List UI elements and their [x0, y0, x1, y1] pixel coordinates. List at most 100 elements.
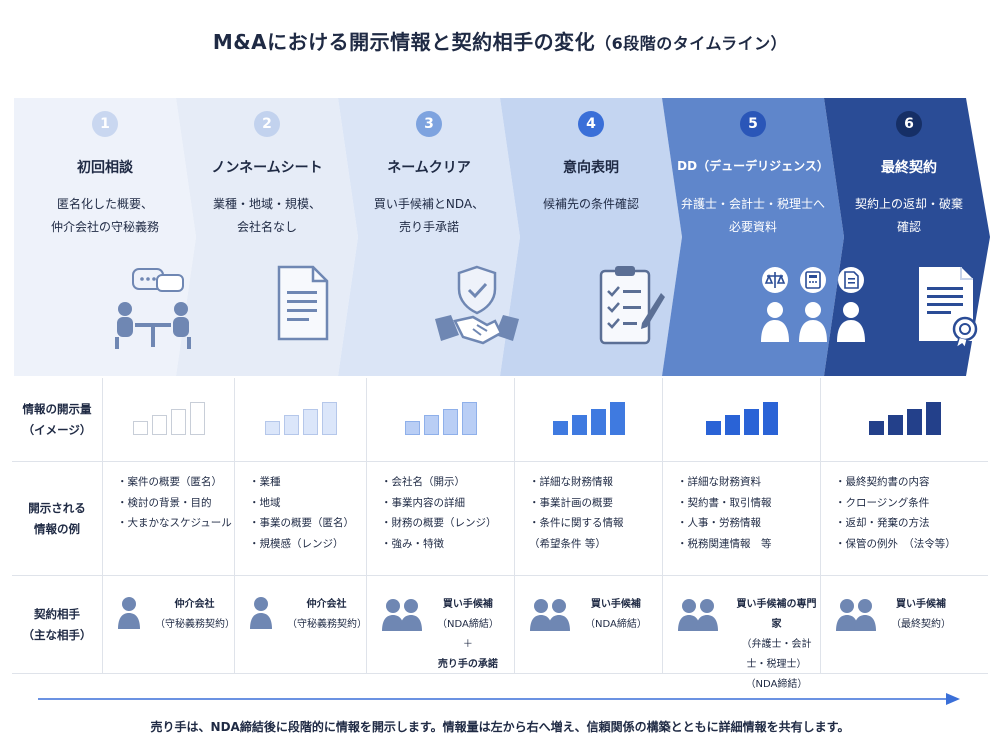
disclosure-bars-5	[705, 402, 778, 435]
disclosure-bar	[705, 421, 721, 435]
counterparty-line: （NDA締結）	[437, 619, 499, 630]
info-list: ・業種・地域・事業の概要（匿名）・規模感（レンジ）	[235, 462, 366, 554]
info-list: ・詳細な財務情報・事業計画の概要・条件に関する情報（希望条件 等）	[515, 462, 662, 554]
counterparty-text: 買い手候補の専門家（弁護士・会計士・税理士）（NDA締結）	[733, 595, 820, 695]
stage-6-number: 6	[896, 111, 922, 137]
info-list: ・詳細な財務資料・契約書・取引情報・人事・労務情報・税務関連情報 等	[663, 462, 820, 554]
disclosure-bar	[283, 415, 299, 435]
disclosure-cell-2	[234, 378, 366, 461]
info-item: ・クロージング条件	[835, 496, 930, 509]
info-item: ・事業の概要（匿名）	[249, 517, 354, 529]
counterparty-cell-4: 買い手候補 （NDA締結）	[514, 576, 662, 673]
disclosure-bar	[868, 421, 884, 435]
counterparty-cell-3: 買い手候補（NDA締結）＋売り手の承諾	[366, 576, 514, 673]
disclosure-bar	[925, 402, 941, 435]
disclosure-bar	[743, 409, 759, 435]
info-examples-cell-6: ・最終契約書の内容・クロージング条件・返却・発棄の方法・保管の例外 （法令等）	[820, 462, 988, 575]
disclosure-bar	[762, 402, 778, 435]
stage-6: 6 最終契約 契約上の返却・破棄確認	[834, 98, 984, 376]
disclosure-bar	[132, 421, 148, 435]
counterparty-line: 仲介会社	[306, 599, 347, 610]
title-main: M&Aにおける開示情報と契約相手の変化	[212, 30, 596, 54]
counterparty-line: （弁護士・会計士・税理士）	[741, 639, 812, 670]
disclosure-bar	[423, 415, 439, 435]
counterparty-line: 仲介会社	[174, 599, 215, 610]
disclosure-cell-3	[366, 378, 514, 461]
disclosure-bar	[442, 409, 458, 435]
person-icon	[249, 595, 275, 635]
disclosure-bar	[887, 415, 903, 435]
disclosure-bars-3	[404, 402, 477, 435]
info-item: ・案件の概要（匿名）	[117, 476, 222, 488]
info-item: ・人事・労務情報	[677, 517, 761, 529]
counterparty-line: 買い手候補	[590, 599, 641, 610]
counterparty-text: 買い手候補（NDA締結）＋売り手の承諾	[437, 595, 499, 675]
counterparty-line: （守秘義務契約）	[287, 619, 367, 630]
disclosure-bars-1	[132, 402, 205, 435]
disclosure-bar	[461, 402, 477, 435]
counterparty-cell-6: 買い手候補 （最終契約）	[820, 576, 988, 673]
people-icon	[835, 595, 879, 637]
stage-5-background	[662, 98, 844, 376]
disclosure-bars-4	[552, 402, 625, 435]
disclosure-amount-label: 情報の開示量（イメージ）	[22, 401, 92, 437]
counterparty: 仲介会社 （守秘義務契約）	[249, 595, 367, 635]
stage-3-number: 3	[416, 111, 442, 137]
counterparty-line: （NDA締結）	[585, 619, 647, 630]
counterparty: 買い手候補 （NDA締結）	[529, 595, 647, 637]
disclosure-bar	[906, 409, 922, 435]
disclosure-bar	[590, 409, 606, 435]
progress-arrow	[38, 693, 960, 705]
stage-1-name: 初回相談	[77, 160, 133, 176]
counterparty-line: （守秘義務契約）	[155, 619, 235, 630]
people-icon	[529, 595, 573, 637]
stage-3-name: ネームクリア	[387, 160, 471, 176]
stage-4-name: 意向表明	[563, 160, 619, 176]
disclosure-bar	[552, 421, 568, 435]
info-item: ・検討の背景・目的	[117, 496, 212, 509]
counterparty: 買い手候補（NDA締結）＋売り手の承諾	[381, 595, 499, 675]
info-item: ・詳細な財務資料	[677, 476, 761, 488]
info-item: ・規模感（レンジ）	[249, 537, 344, 550]
stage-5-description: 弁護士・会計士・税理士へ必要資料	[680, 197, 825, 234]
counterparty-line: （NDA締結）	[745, 679, 808, 690]
info-examples-cell-4: ・詳細な財務情報・事業計画の概要・条件に関する情報（希望条件 等）	[514, 462, 662, 575]
counterparty: 買い手候補 （最終契約）	[835, 595, 951, 637]
stage-1-background	[14, 98, 196, 376]
stage-timeline: 1 初回相談 匿名化した概要、仲介会社の守秘義務 2 ノンネームシート 業種・地…	[0, 98, 1000, 376]
info-item: ・条件に関する情報	[529, 517, 624, 529]
info-examples-label: 開示される情報の例	[28, 500, 86, 536]
counterparty-line: 売り手の承諾	[437, 659, 498, 670]
info-item: ・詳細な財務情報	[529, 476, 613, 488]
stage-3: 3 ネームクリア 買い手候補とNDA、売り手承諾	[348, 98, 519, 376]
footer-note: 売り手は、NDA締結後に段階的に情報を開示します。情報量は左から右へ増え、信頼関…	[150, 720, 850, 734]
disclosure-bar	[170, 409, 186, 435]
stage-4-description: 候補先の条件確認	[542, 197, 639, 211]
counterparty-text: 買い手候補 （最終契約）	[891, 595, 951, 635]
stage-2: 2 ノンネームシート 業種・地域・規模、会社名なし	[186, 98, 348, 376]
disclosure-cell-5	[662, 378, 820, 461]
info-item: ・財務の概要（レンジ）	[381, 517, 497, 529]
title-subtitle: （6段階のタイムライン）	[595, 34, 788, 53]
people-icon	[677, 595, 721, 637]
disclosure-bar	[609, 402, 625, 435]
stage-6-description: 契約上の返却・破棄確認	[854, 197, 963, 234]
page-title: M&Aにおける開示情報と契約相手の変化（6段階のタイムライン）	[0, 26, 1000, 55]
info-item: ・大まかなスケジュール	[117, 517, 232, 529]
counterparty-line: （最終契約）	[891, 619, 951, 630]
counterparty-row: 契約相手（主な相手） 仲介会社 （守秘義務契約） 仲介会社 （守秘義務契約） 買い手…	[12, 576, 988, 690]
counterparty-line: 買い手候補	[896, 599, 946, 610]
info-item: ・税務関連情報 等	[677, 537, 772, 550]
disclosure-bar	[151, 415, 167, 435]
stage-1-number: 1	[92, 111, 118, 137]
counterparty-text: 仲介会社 （守秘義務契約）	[287, 595, 367, 635]
info-item: ・事業計画の概要	[529, 496, 613, 509]
comparison-table: 情報の開示量（イメージ） 開示される情報の例 ・案件の概要（匿名） ・検討の背景・…	[12, 378, 988, 690]
disclosure-bar	[321, 402, 337, 435]
info-item: ・業種	[249, 476, 281, 488]
info-item: ・保管の例外 （法令等）	[835, 537, 956, 550]
counterparty-label: 契約相手（主な相手）	[22, 606, 92, 642]
info-item: ・会社名（開示）	[381, 476, 465, 488]
counterparty-text: 買い手候補 （NDA締結）	[585, 595, 647, 635]
info-item: ・返却・発棄の方法	[835, 517, 930, 529]
